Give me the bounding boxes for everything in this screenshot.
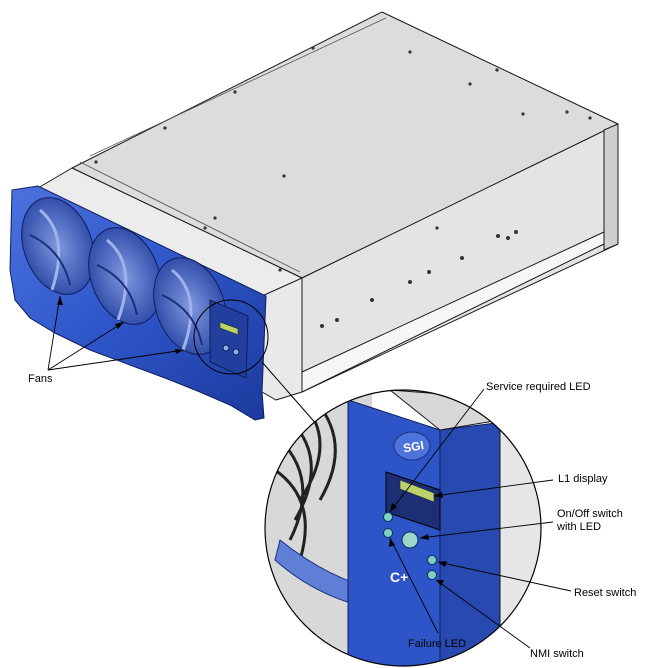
fan-2	[88, 227, 162, 325]
service-required-led	[383, 512, 393, 522]
callout-arrowheads	[57, 296, 447, 586]
zoom-detail: SGI C+	[265, 390, 541, 666]
label-l1-display: L1 display	[558, 473, 608, 485]
callout-lines	[47, 295, 572, 649]
failure-led	[383, 528, 393, 538]
fan-3	[153, 257, 227, 355]
zoom-connector-line	[261, 361, 319, 427]
zoom-source-circle	[193, 299, 269, 375]
reset-switch-button[interactable]	[427, 555, 437, 565]
zoom-circle-outline	[264, 389, 542, 667]
fan-1	[21, 197, 95, 295]
onoff-switch-button[interactable]	[401, 531, 419, 549]
l1-display-lcd	[399, 479, 435, 503]
label-fans: Fans	[28, 373, 53, 385]
panel-mark-icon: C+	[390, 569, 408, 585]
svg-text:SGI: SGI	[402, 438, 425, 455]
label-service-required-led: Service required LED	[486, 381, 591, 393]
sgi-logo	[393, 431, 431, 461]
label-onoff-switch-line1: On/Off switch	[557, 508, 623, 520]
bezel-control-panel	[209, 299, 249, 379]
nmi-switch-button[interactable]	[427, 570, 437, 580]
chassis-seams	[79, 17, 387, 273]
front-bezel	[9, 185, 267, 421]
chassis-screws	[94, 46, 592, 328]
label-reset-switch: Reset switch	[574, 587, 637, 599]
l1-display-screen	[385, 471, 441, 531]
label-failure-led: Failure LED	[408, 638, 467, 650]
zoom-panel-face	[347, 399, 441, 666]
label-onoff-switch-line2: with LED	[557, 521, 602, 533]
label-nmi-switch: NMI switch	[530, 648, 584, 660]
chassis-rear-flange	[603, 123, 619, 251]
